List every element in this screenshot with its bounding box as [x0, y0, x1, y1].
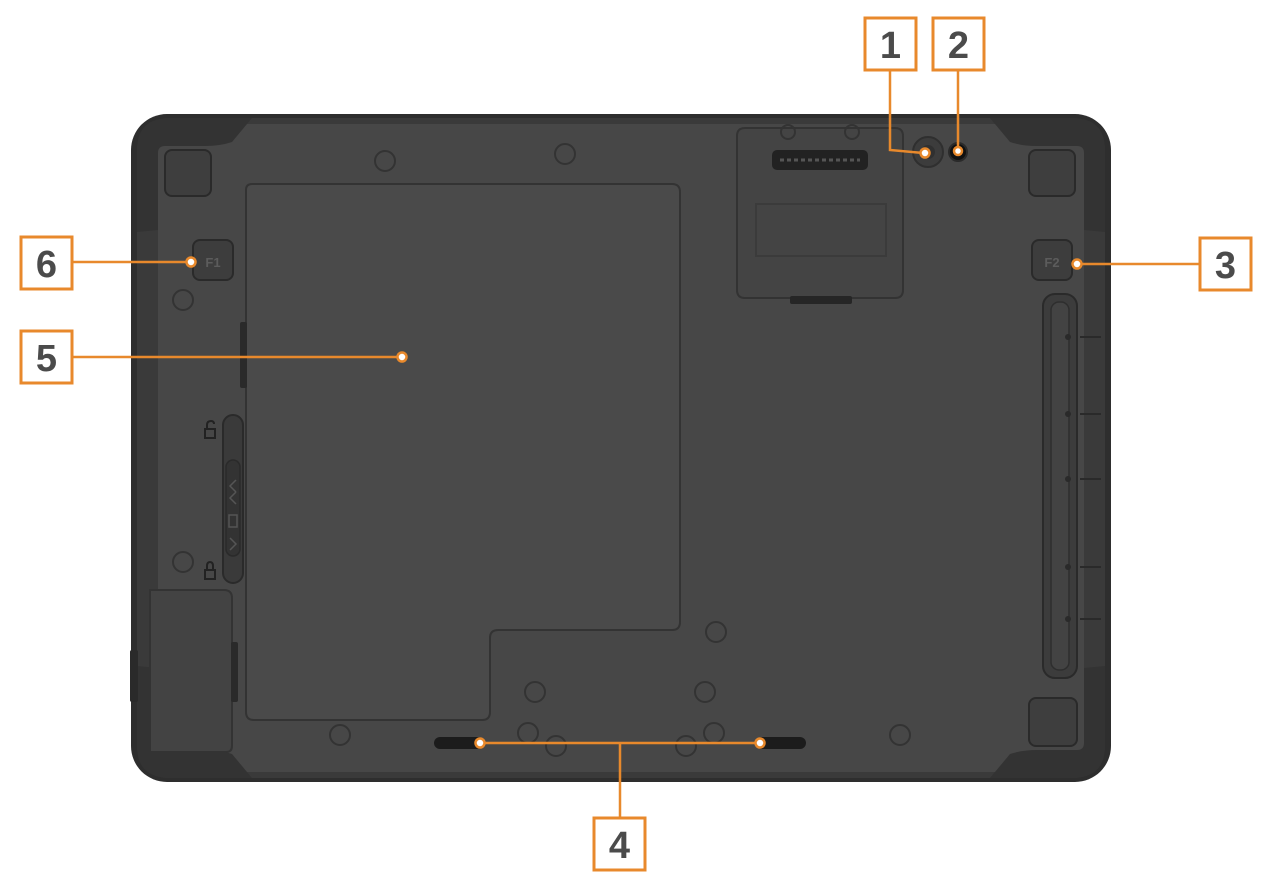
- callout-5: 5: [19, 329, 74, 385]
- callout-dot-4b: [754, 737, 766, 749]
- screw: [554, 143, 576, 165]
- module-compartment: [736, 124, 904, 304]
- corner-pad-br: [1028, 697, 1078, 747]
- screw: [889, 724, 911, 746]
- corner-pad-tr: [1028, 149, 1076, 197]
- callout-3: 3: [1198, 236, 1253, 292]
- f1-label: F1: [205, 255, 220, 270]
- callout-2: 2: [931, 16, 986, 72]
- leader-1: [888, 70, 924, 155]
- callout-4: 4: [592, 816, 647, 872]
- screw: [694, 681, 716, 703]
- battery-cover: [245, 183, 681, 721]
- screw: [524, 681, 546, 703]
- callout-dots: [185, 145, 1083, 749]
- bumper-bottom-right: [990, 666, 1105, 778]
- callout-6: 6: [19, 235, 74, 291]
- f1-button[interactable]: F1: [192, 239, 234, 281]
- io-compartment: [130, 589, 238, 753]
- speaker-left: [434, 737, 484, 749]
- screw: [545, 735, 567, 757]
- screw: [172, 551, 194, 573]
- callout-label-3: 3: [1215, 245, 1236, 287]
- screw: [705, 621, 727, 643]
- callout-label-2: 2: [948, 25, 969, 67]
- corner-pad-tl: [164, 149, 212, 197]
- callout-dot-1: [919, 147, 931, 159]
- module-slot: [772, 150, 868, 170]
- battery-latch[interactable]: [222, 414, 244, 584]
- bumper-top-right: [990, 118, 1105, 232]
- callout-dot-6: [185, 256, 197, 268]
- screw: [329, 724, 351, 746]
- f2-label: F2: [1044, 255, 1059, 270]
- f2-button[interactable]: F2: [1031, 239, 1073, 281]
- lock-icon: [204, 560, 216, 580]
- callout-label-5: 5: [36, 338, 57, 380]
- callout-dot-5: [396, 351, 408, 363]
- callout-dot-3: [1071, 258, 1083, 270]
- callout-dot-4a: [474, 737, 486, 749]
- screw: [374, 150, 396, 172]
- callout-dot-2: [952, 145, 964, 157]
- side-slot: [240, 322, 247, 388]
- callout-label-4: 4: [609, 825, 630, 867]
- speaker-right: [756, 737, 806, 749]
- callout-1: 1: [863, 16, 918, 72]
- callout-label-1: 1: [880, 25, 901, 67]
- callout-leaders: [72, 70, 1200, 818]
- screw: [675, 735, 697, 757]
- callout-label-6: 6: [36, 244, 57, 286]
- bumper-top-left: [137, 118, 252, 232]
- screw: [172, 289, 194, 311]
- docking-connector: [1042, 293, 1101, 679]
- unlock-icon: [204, 419, 216, 439]
